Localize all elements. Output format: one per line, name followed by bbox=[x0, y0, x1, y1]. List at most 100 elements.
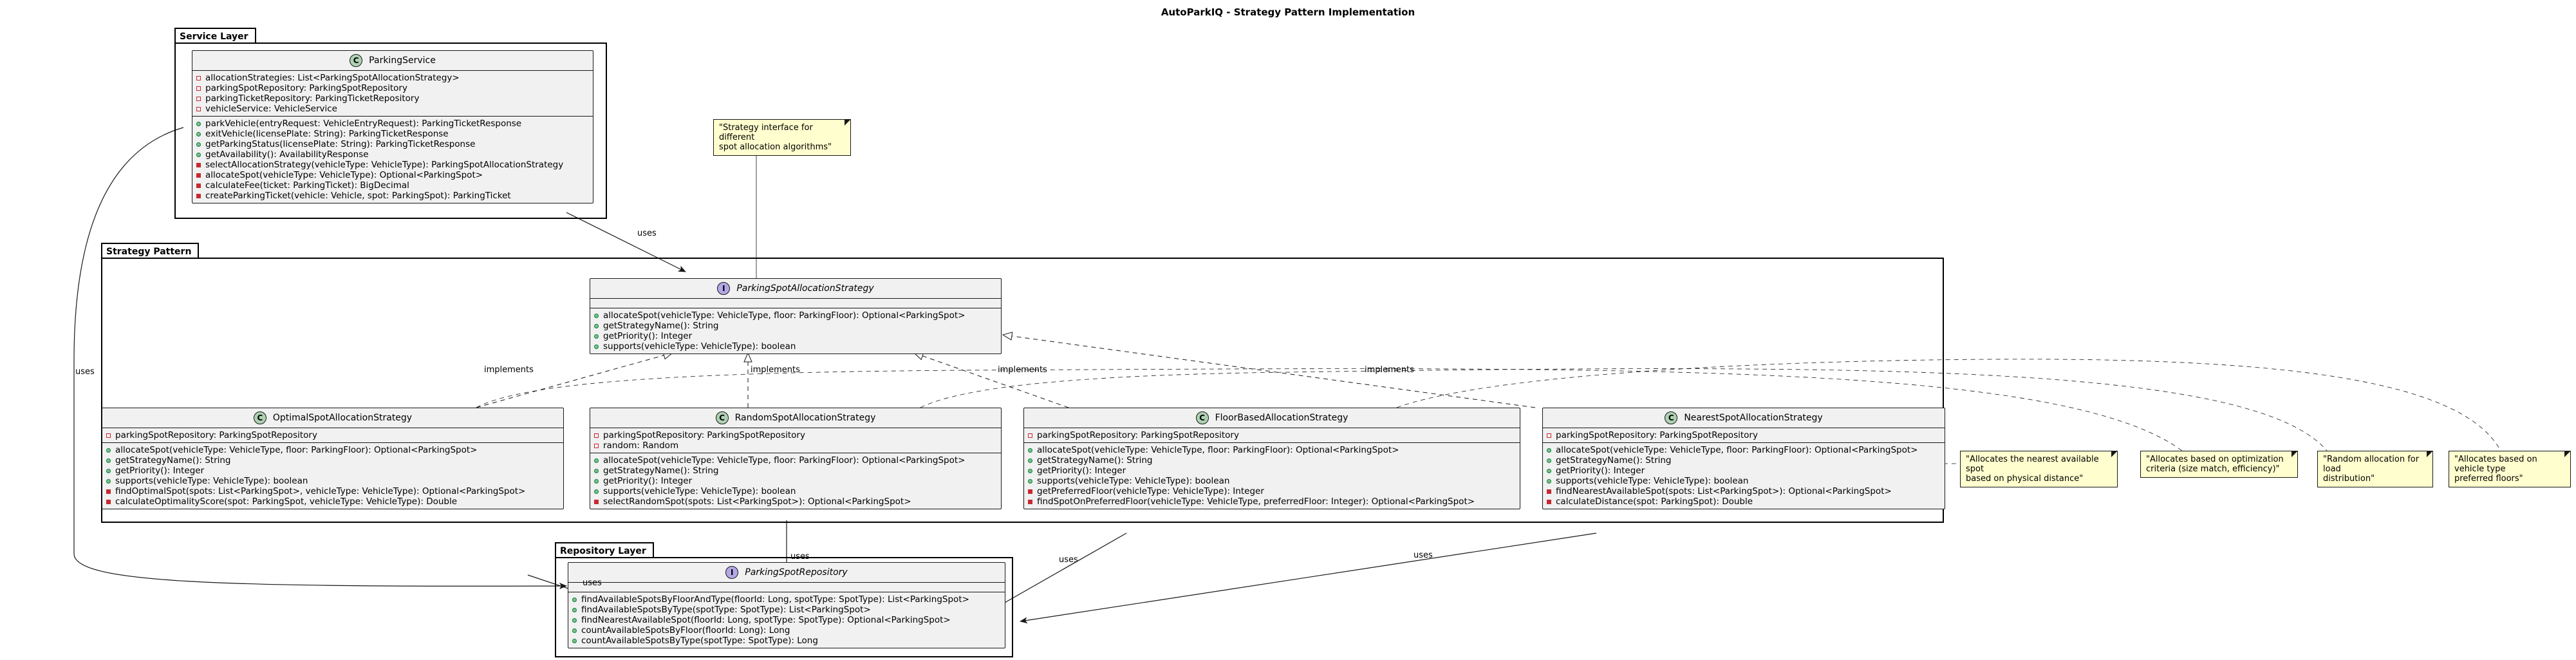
public-method-icon bbox=[572, 618, 577, 623]
method: allocateSpot(vehicleType: VehicleType, f… bbox=[1028, 445, 1516, 455]
method: parkVehicle(entryRequest: VehicleEntryRe… bbox=[196, 118, 589, 129]
method: findOptimalSpot(spots: List<ParkingSpot>… bbox=[106, 486, 559, 496]
private-method-icon bbox=[106, 499, 111, 504]
method: getPriority(): Integer bbox=[594, 331, 997, 341]
method: getPriority(): Integer bbox=[594, 476, 997, 486]
public-method-icon bbox=[196, 142, 201, 147]
note-line: criteria (size match, efficiency)" bbox=[2146, 464, 2280, 474]
method: findSpotOnPreferredFloor(vehicleType: Ve… bbox=[1028, 496, 1516, 507]
private-method-icon bbox=[196, 183, 201, 188]
public-method-icon bbox=[1547, 448, 1551, 453]
class-icon: C bbox=[715, 411, 729, 424]
edge-label-implements: implements bbox=[484, 365, 534, 375]
note-random: "Random allocation for load distribution… bbox=[2317, 451, 2433, 487]
edge-label-uses: uses bbox=[1059, 555, 1078, 565]
private-field-icon bbox=[1028, 433, 1032, 438]
private-field-icon bbox=[1547, 433, 1551, 438]
class-optimal-spot-allocation-strategy[interactable]: C OptimalSpotAllocationStrategy parkingS… bbox=[102, 408, 564, 509]
package-strategy-pattern: Strategy Pattern bbox=[101, 243, 1944, 523]
method: countAvailableSpotsByFloor(floorId: Long… bbox=[572, 625, 1001, 636]
interface-icon: I bbox=[717, 282, 731, 295]
public-method-icon bbox=[594, 323, 599, 328]
private-field-icon bbox=[196, 86, 201, 91]
field: parkingSpotRepository: ParkingSpotReposi… bbox=[594, 430, 997, 440]
interface-icon: I bbox=[725, 566, 739, 579]
edge-label-uses: uses bbox=[637, 229, 657, 238]
class-random-spot-allocation-strategy[interactable]: C RandomSpotAllocationStrategy parkingSp… bbox=[590, 408, 1002, 509]
note-line: spot allocation algorithms" bbox=[719, 142, 832, 152]
edge-nearest-implements bbox=[1003, 335, 1536, 408]
method: getStrategyName(): String bbox=[1028, 455, 1516, 466]
package-tab-strategy: Strategy Pattern bbox=[101, 243, 200, 258]
field: parkingSpotRepository: ParkingSpotReposi… bbox=[1547, 430, 1941, 440]
method: allocateSpot(vehicleType: VehicleType): … bbox=[196, 170, 589, 180]
public-method-icon bbox=[1547, 458, 1551, 463]
fields-section bbox=[568, 583, 1005, 592]
method: findAvailableSpotsByFloorAndType(floorId… bbox=[572, 594, 1001, 605]
method: findAvailableSpotsByType(spotType: SpotT… bbox=[572, 605, 1001, 615]
edge-floor-uses-repository bbox=[994, 533, 1127, 609]
methods-section: allocateSpot(vehicleType: VehicleType, f… bbox=[1024, 443, 1520, 509]
methods-section: allocateSpot(vehicleType: VehicleType, f… bbox=[590, 308, 1001, 354]
method: supports(vehicleType: VehicleType): bool… bbox=[1028, 476, 1516, 486]
field: random: Random bbox=[594, 440, 997, 451]
interface-parking-spot-allocation-strategy[interactable]: I ParkingSpotAllocationStrategy allocate… bbox=[590, 278, 1002, 354]
public-method-icon bbox=[1028, 448, 1032, 453]
method: selectAllocationStrategy(vehicleType: Ve… bbox=[196, 160, 589, 170]
method: allocateSpot(vehicleType: VehicleType, f… bbox=[594, 310, 997, 321]
private-method-icon bbox=[1547, 499, 1551, 504]
note-connector-floor bbox=[1396, 359, 2501, 451]
method: getStrategyName(): String bbox=[594, 466, 997, 476]
package-service-layer: Service Layer bbox=[174, 28, 607, 219]
methods-section: findAvailableSpotsByFloorAndType(floorId… bbox=[568, 592, 1005, 648]
public-method-icon bbox=[572, 638, 577, 643]
class-name: OptimalSpotAllocationStrategy bbox=[272, 413, 413, 423]
field: vehicleService: VehicleService bbox=[196, 104, 589, 114]
note-line: "Random allocation for load bbox=[2323, 455, 2420, 474]
methods-section: allocateSpot(vehicleType: VehicleType, f… bbox=[590, 453, 1001, 509]
fields-section: allocationStrategies: List<ParkingSpotAl… bbox=[192, 71, 593, 117]
method: getPriority(): Integer bbox=[1028, 466, 1516, 476]
method: getPriority(): Integer bbox=[1547, 466, 1941, 476]
class-icon: C bbox=[350, 54, 363, 67]
public-method-icon bbox=[106, 468, 111, 473]
package-tab-repository: Repository Layer bbox=[555, 542, 654, 557]
method: supports(vehicleType: VehicleType): bool… bbox=[594, 486, 997, 496]
class-name: NearestSpotAllocationStrategy bbox=[1684, 413, 1823, 423]
class-name: ParkingSpotAllocationStrategy bbox=[736, 283, 874, 294]
public-method-icon bbox=[594, 489, 599, 494]
public-method-icon bbox=[196, 121, 201, 126]
private-field-icon bbox=[106, 433, 111, 438]
class-header: C OptimalSpotAllocationStrategy bbox=[102, 408, 563, 428]
methods-section: allocateSpot(vehicleType: VehicleType, f… bbox=[102, 443, 563, 509]
class-floor-based-allocation-strategy[interactable]: C FloorBasedAllocationStrategy parkingSp… bbox=[1023, 408, 1520, 509]
public-method-icon bbox=[1028, 458, 1032, 463]
private-method-icon bbox=[1028, 489, 1032, 494]
method: supports(vehicleType: VehicleType): bool… bbox=[106, 476, 559, 486]
method: selectRandomSpot(spots: List<ParkingSpot… bbox=[594, 496, 997, 507]
class-icon: C bbox=[1195, 411, 1209, 424]
class-icon: C bbox=[253, 411, 266, 424]
field: parkingSpotRepository: ParkingSpotReposi… bbox=[1028, 430, 1516, 440]
public-method-icon bbox=[196, 152, 201, 157]
public-method-icon bbox=[572, 628, 577, 633]
method: findNearestAvailableSpot(spots: List<Par… bbox=[1547, 486, 1941, 496]
public-method-icon bbox=[594, 458, 599, 463]
note-optimal: "Allocates based on optimization criteri… bbox=[2140, 451, 2298, 478]
note-connector-random bbox=[920, 368, 2328, 451]
method: allocateSpot(vehicleType: VehicleType, f… bbox=[1547, 445, 1941, 455]
edge-label-implements: implements bbox=[751, 365, 800, 375]
interface-parking-spot-repository[interactable]: I ParkingSpotRepository findAvailableSpo… bbox=[568, 562, 1005, 648]
note-line: "Strategy interface for different bbox=[719, 123, 813, 142]
method: supports(vehicleType: VehicleType): bool… bbox=[1547, 476, 1941, 486]
method: calculateFee(ticket: ParkingTicket): Big… bbox=[196, 180, 589, 191]
note-line: distribution" bbox=[2323, 474, 2375, 484]
class-header: C ParkingService bbox=[192, 51, 593, 71]
package-tab-service: Service Layer bbox=[174, 28, 256, 42]
method: calculateDistance(spot: ParkingSpot): Do… bbox=[1547, 496, 1941, 507]
public-method-icon bbox=[594, 478, 599, 484]
class-nearest-spot-allocation-strategy[interactable]: C NearestSpotAllocationStrategy parkingS… bbox=[1542, 408, 1945, 509]
class-parking-service[interactable]: C ParkingService allocationStrategies: L… bbox=[192, 50, 593, 203]
edge-label-uses: uses bbox=[1414, 551, 1433, 560]
method: getStrategyName(): String bbox=[594, 321, 997, 331]
